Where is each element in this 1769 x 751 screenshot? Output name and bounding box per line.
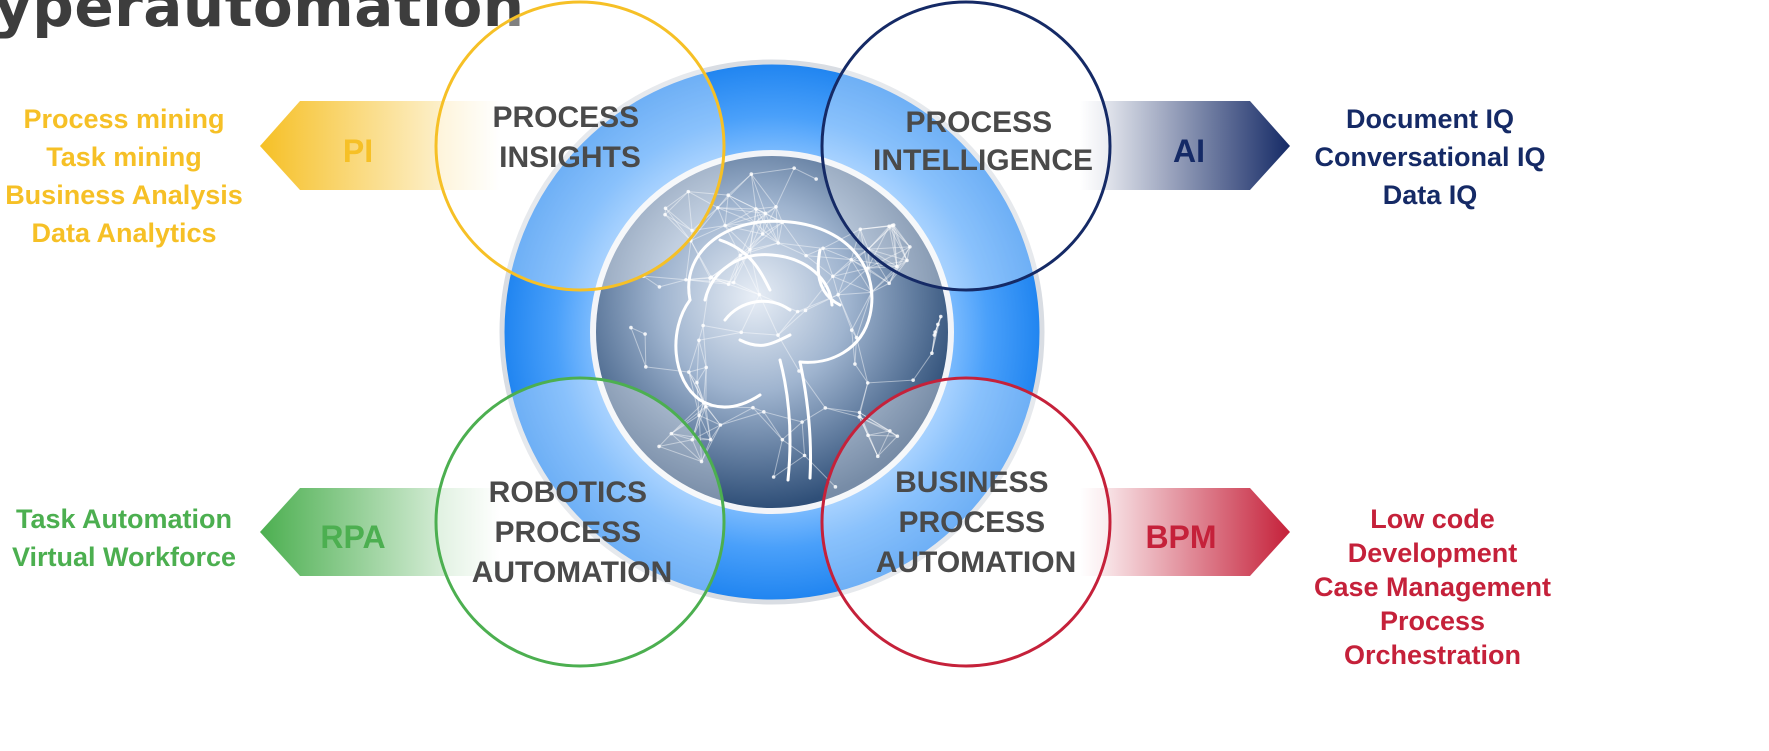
- ai-item: Document IQ: [1345, 104, 1514, 134]
- bpm-item: Orchestration: [1343, 640, 1522, 670]
- pi-items-list: Process mining Task mining Business Anal…: [0, 100, 248, 252]
- pi-abbr: PI: [343, 133, 373, 169]
- ai-item: Conversational IQ: [1314, 142, 1546, 172]
- bpm-abbr: BPM: [1145, 519, 1216, 555]
- ai-abbr: AI: [1173, 133, 1205, 169]
- ai-circle-line-1: PROCESS: [905, 106, 1052, 139]
- rpa-circle: [434, 376, 726, 668]
- ai-circle-label: PROCESS INTELLIGENCE: [873, 106, 1093, 177]
- rpa-item: Virtual Workforce: [11, 542, 237, 572]
- pi-item: Business Analysis: [5, 180, 243, 210]
- bpm-circle-label: BUSINESS PROCESS AUTOMATION: [876, 466, 1077, 579]
- pi-arrow: [260, 101, 500, 190]
- rpa-circle-label: ROBOTICS PROCESS AUTOMATION: [472, 476, 673, 589]
- ai-circle: [820, 0, 1112, 292]
- pi-circle-line-2: INSIGHTS: [499, 141, 641, 174]
- bpm-item: Process: [1379, 606, 1486, 636]
- pi-circle: [434, 0, 726, 292]
- pi-circle-line-1: PROCESS: [492, 101, 639, 134]
- pi-circle-label: PROCESS INSIGHTS: [492, 101, 647, 174]
- pi-item: Task mining: [46, 142, 202, 172]
- ai-items-list: Document IQ Conversational IQ Data IQ: [1300, 100, 1560, 214]
- rpa-items-list: Task Automation Virtual Workforce: [0, 500, 248, 576]
- pi-item: Process mining: [23, 104, 225, 134]
- pi-item: Data Analytics: [31, 218, 217, 248]
- bpm-item: Development: [1347, 538, 1518, 568]
- rpa-item: Task Automation: [15, 504, 232, 534]
- brain-icon: [674, 219, 874, 482]
- bpm-circle-line-1: BUSINESS: [895, 466, 1048, 499]
- bpm-item: Low code: [1370, 504, 1495, 534]
- bpm-item: Case Management: [1313, 572, 1552, 602]
- ai-item: Data IQ: [1382, 180, 1478, 210]
- page-title: yperautomation: [0, 0, 525, 40]
- bpm-circle: [820, 376, 1112, 668]
- bpm-items-list: Low code Development Case Management Pro…: [1300, 502, 1565, 672]
- rpa-abbr: RPA: [320, 519, 385, 555]
- rpa-circle-line-2: PROCESS: [494, 516, 641, 549]
- bpm-arrow: [1080, 488, 1290, 576]
- ai-arrow: [1080, 101, 1290, 190]
- ai-circle-line-2: INTELLIGENCE: [873, 144, 1093, 177]
- rpa-circle-line-1: ROBOTICS: [489, 476, 647, 509]
- rpa-circle-line-3: AUTOMATION: [472, 556, 673, 589]
- bpm-circle-line-2: PROCESS: [898, 506, 1045, 539]
- bpm-circle-line-3: AUTOMATION: [876, 546, 1077, 579]
